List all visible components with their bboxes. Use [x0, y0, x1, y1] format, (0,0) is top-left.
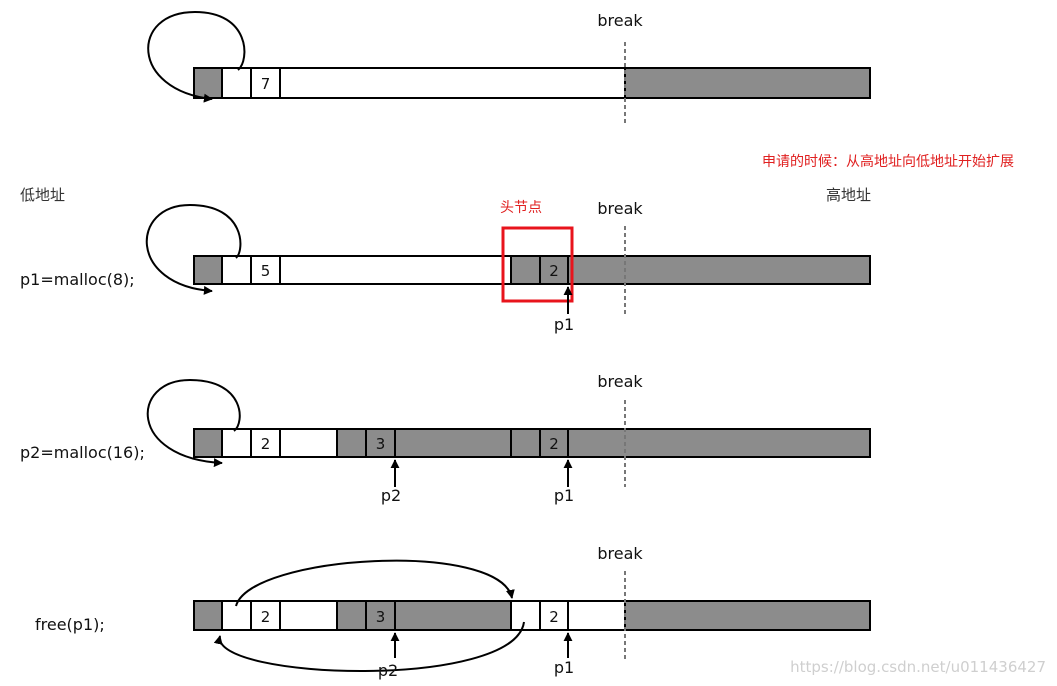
code-label: free(p1);	[35, 615, 105, 634]
free-block	[221, 255, 512, 285]
self-loop-arrow	[147, 10, 246, 103]
row-initial: 7 break	[147, 10, 871, 126]
pointer-label: p1	[554, 315, 574, 334]
break-label: break	[597, 544, 643, 563]
high-address-label: 高地址	[826, 186, 871, 204]
next-free-arrow	[235, 559, 515, 607]
block-size-label: 2	[549, 262, 559, 280]
block-size-label: 3	[376, 608, 386, 626]
self-loop-arrow	[145, 203, 242, 295]
pointer-label: p1	[554, 486, 574, 505]
block-size-label: 2	[549, 435, 559, 453]
block-size-label: 2	[261, 435, 271, 453]
pointer-label: p1	[554, 658, 574, 677]
block-size-label: 5	[261, 262, 271, 280]
break-label: break	[597, 11, 643, 30]
block-size-label: 2	[261, 608, 271, 626]
row-malloc-p1: 5 2 break 头节点 p1 p1=malloc(8);	[20, 199, 871, 334]
head-node-highlight	[501, 226, 574, 303]
block-size-label: 3	[376, 435, 386, 453]
low-address-label: 低地址	[20, 186, 65, 204]
break-label: break	[597, 199, 643, 218]
self-loop-arrow	[146, 378, 241, 468]
code-label: p1=malloc(8);	[20, 270, 135, 289]
free-block	[221, 67, 626, 99]
watermark: https://blog.csdn.net/u011436427	[790, 658, 1046, 676]
row-free-p1: 2 3 2 break p2 p1 free(p1);	[35, 544, 871, 680]
block-size-label: 2	[549, 608, 559, 626]
pointer-label: p2	[378, 661, 398, 680]
head-node-label: 头节点	[500, 200, 542, 216]
break-label: break	[597, 372, 643, 391]
row-malloc-p2: 2 3 2 break p2 p1 p2=malloc(16);	[20, 372, 871, 505]
wrap-around-arrow	[213, 621, 525, 672]
code-label: p2=malloc(16);	[20, 443, 145, 462]
block-size-label: 7	[261, 75, 271, 93]
pointer-label: p2	[381, 486, 401, 505]
growth-note: 申请的时候：从高地址向低地址开始扩展	[762, 153, 1014, 170]
